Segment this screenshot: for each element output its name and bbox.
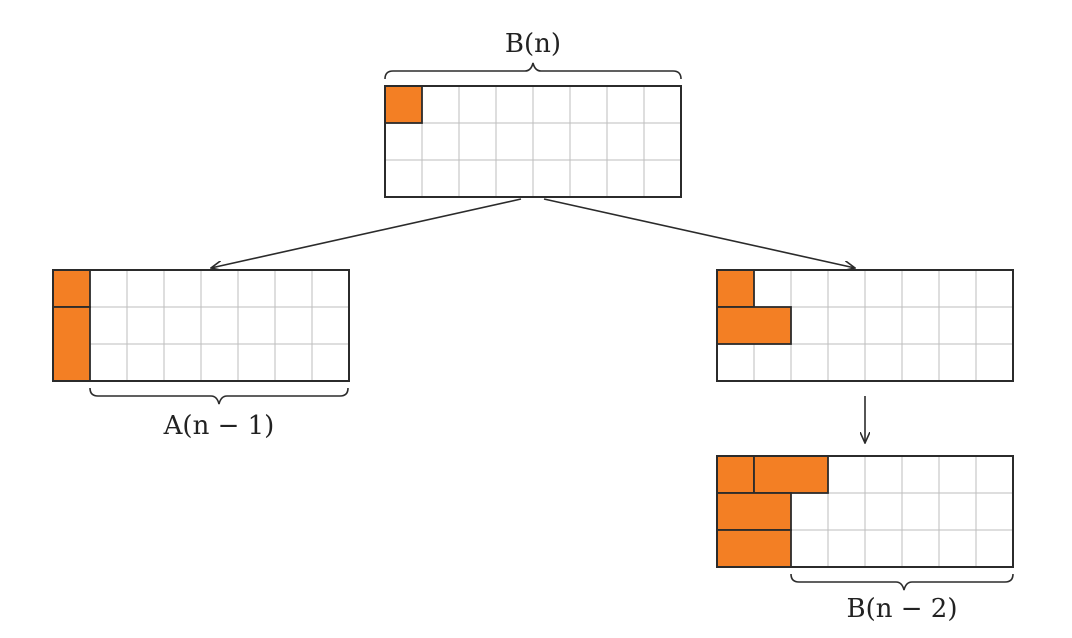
label-b-n-minus-2: B(n − 2) [847,594,958,624]
grid-b-n [384,85,682,198]
brace-bottom-right [790,573,1014,591]
orange-tile [753,455,829,494]
orange-tile [716,306,792,345]
grid-border [716,269,1014,382]
brace-left [89,387,349,405]
grid-intermediate [716,269,1014,382]
orange-tile [716,529,792,568]
grid-a-n-minus-1 [52,269,350,382]
grid-b-n-minus-2 [716,455,1014,568]
arrow-to-left-branch [211,198,522,268]
orange-tile [52,269,91,308]
orange-tile [716,455,755,494]
label-b-n: B(n) [505,29,561,59]
grid-border [716,455,1014,568]
brace-top [384,62,682,80]
orange-tile [716,269,755,308]
orange-tile [384,85,423,124]
grid-border [52,269,350,382]
orange-tile [52,306,91,382]
label-a-n-minus-1: A(n − 1) [163,411,275,441]
arrow-to-right-branch [543,198,855,268]
grid-border [384,85,682,198]
orange-tile [716,492,792,531]
